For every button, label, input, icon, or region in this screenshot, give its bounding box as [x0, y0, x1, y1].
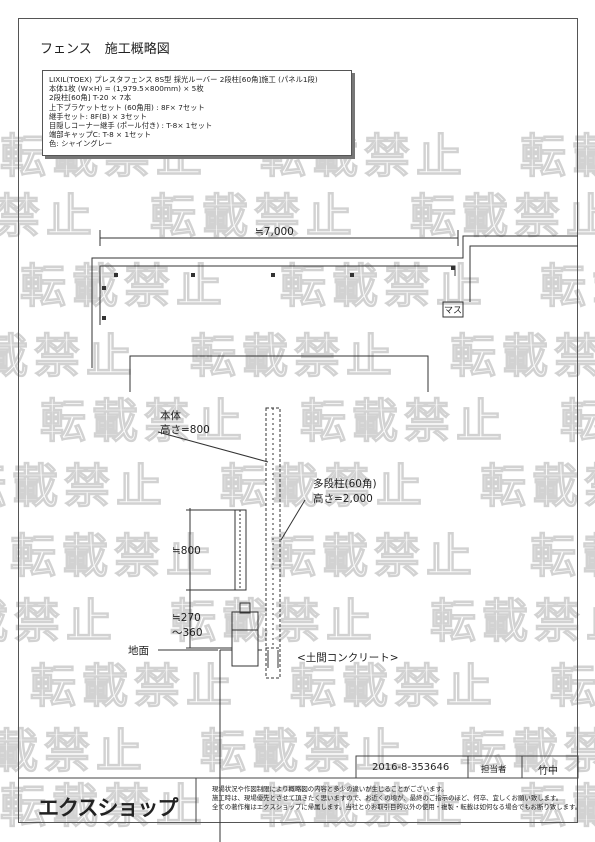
watermark-text: 転載禁止 転載禁止 転載禁止 [40, 394, 595, 449]
panel-leader [157, 431, 269, 463]
footer-notes: 現場状況や作図制限により概略図の内容と多少の違いが生じることがございます。 施工… [212, 785, 581, 812]
plan-fence-line [99, 265, 456, 325]
watermark-text: 転載禁止 転載禁止 転載禁止 [0, 459, 595, 514]
watermark-text: 転載禁止 転載禁止 転載禁止 [10, 529, 595, 584]
plan-house-wall [469, 245, 578, 302]
ground-label: 地面 [128, 645, 149, 657]
post-height-label: 高さ=2,000 [313, 493, 373, 505]
spec-line-3: 2段柱[60角] T-20 × 7本 [49, 93, 132, 103]
spec-line-7: 端部キャップC: T-8 × 1セット [49, 130, 152, 140]
watermark-text: 転載禁止 転載禁止 転載禁止 [20, 259, 595, 314]
spec-line-2: 本体1枚 (W×H) = (1,979.5×800mm) × 5枚 [49, 84, 204, 94]
dim-270-label: ≒270 [172, 612, 201, 624]
meter-box-label: マス [444, 306, 463, 316]
drawing-frame [18, 18, 578, 823]
post-leader [280, 499, 306, 541]
plan-inner-wall [129, 355, 429, 392]
watermark-text: 転載禁止 転載禁止 転載禁止 [0, 189, 595, 244]
section-view [157, 407, 306, 842]
footer-note-3: 全ての著作権はエクスショップに帰属します。当社とのお取引目的以外の使用・複製・転… [212, 803, 582, 811]
order-number: 2016-8-353646 [372, 762, 450, 773]
title-block-lines [18, 755, 579, 823]
foundation-block [231, 611, 259, 667]
shop-logo: エクスショップ [38, 796, 178, 820]
concrete-label: <土間コンクリート> [297, 652, 399, 664]
panel-label: 本体 [160, 410, 181, 422]
person-name: 竹中 [538, 766, 558, 777]
spec-line-1: LIXIL(TOEX) プレスタフェンス 8S型 採光ルーバー 2段柱[60角]… [49, 75, 318, 84]
plan-posts [102, 266, 455, 320]
dim-360-label: 〜360 [172, 627, 203, 639]
person-label: 担当者 [481, 765, 507, 775]
post-label: 多段柱(60角) [313, 478, 377, 490]
spec-line-4: 上下ブラケットセット (60角用) : 8F× 7セット [49, 102, 205, 112]
footer-note-2: 施工時は、現場優先とさせて頂きたく思いますので、お近くの頃が、最終のご指示のほど… [212, 794, 563, 802]
meter-box [442, 301, 464, 318]
panel-height-label: 高さ=800 [160, 424, 210, 436]
plan-width-label: ≒7,000 [255, 226, 294, 238]
spec-line-8: 色: シャイングレー [49, 139, 113, 149]
spec-line-5: 継手セット: 8F(B) × 3セット [49, 111, 148, 121]
spec-box: LIXIL(TOEX) プレスタフェンス 8S型 採光ルーバー 2段柱[60角]… [42, 70, 352, 156]
spec-line-6: 目隠しコーナー継手 (ポール付き) : T-8× 1セット [49, 121, 213, 131]
watermark-text: 転載禁止 転載禁止 転載禁止 [0, 724, 595, 779]
page-title: フェンス 施工概略図 [40, 42, 170, 57]
watermark-text: 転載禁止 転載禁止 転載禁止 [0, 594, 595, 649]
footer-note-1: 現場状況や作図制限により概略図の内容と多少の違いが生じることがございます。 [212, 785, 448, 793]
bracket [239, 602, 251, 614]
dim-800-label: ≒800 [172, 545, 201, 557]
watermark-text: 転載禁止 転載禁止 転載禁止 [0, 779, 595, 834]
plan-view [91, 230, 578, 392]
plan-outer-boundary [91, 235, 578, 368]
watermark-text: 転載禁止 転載禁止 転載禁止 [30, 659, 595, 714]
